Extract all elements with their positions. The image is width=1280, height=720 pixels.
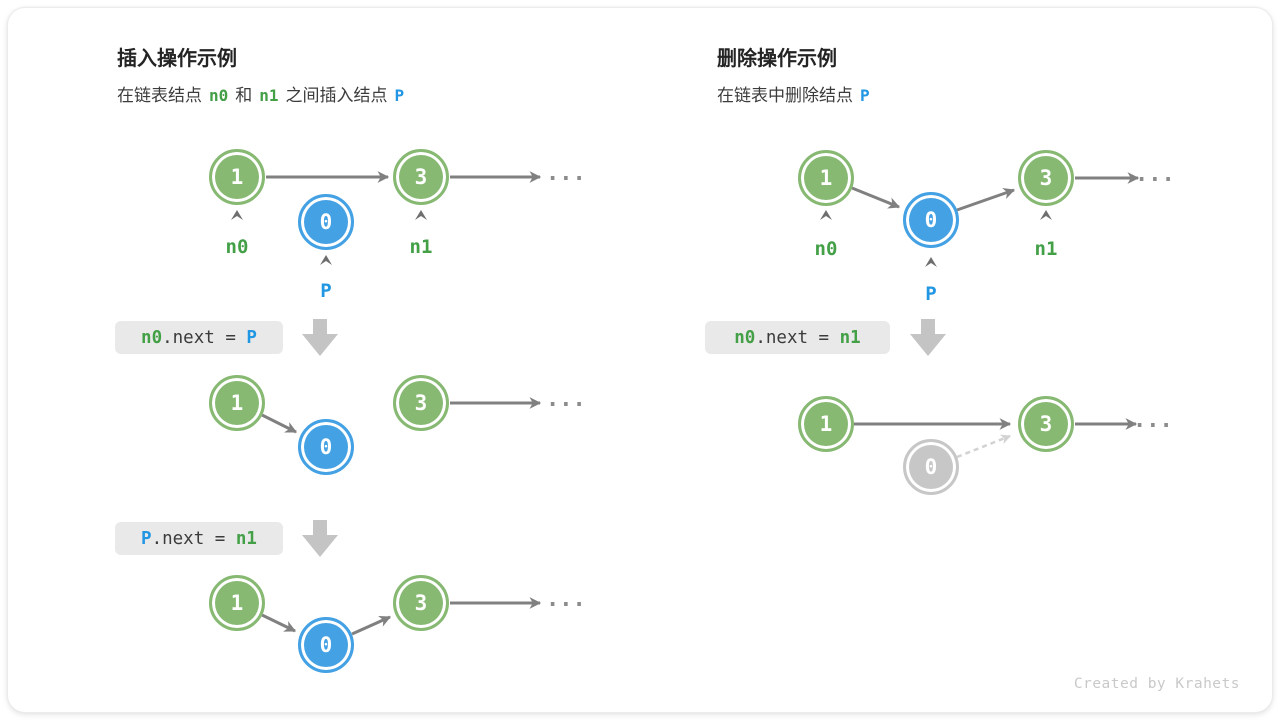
insert-subtitle-text-3: 之间插入结点 — [285, 86, 388, 105]
code-rhs: n1 — [235, 528, 257, 549]
ellipsis-insert1: ... — [546, 161, 586, 186]
code-mid: .next = — [162, 327, 247, 348]
codebox-insert-step1: n0.next = P — [115, 321, 283, 354]
insert-subtitle-n1: n1 — [259, 86, 279, 105]
insert-title: 插入操作示例 — [117, 48, 237, 70]
insert-subtitle-text-1: 在链表结点 — [117, 86, 202, 105]
delete-title: 删除操作示例 — [717, 48, 837, 70]
node-insert1-p: 0 — [298, 194, 354, 250]
credit-text: Created by Krahets — [1073, 676, 1240, 692]
insert-subtitle-n0: n0 — [209, 86, 229, 105]
code-lhs: P — [141, 528, 152, 549]
code-lhs: n0 — [141, 327, 163, 348]
pointer-label-insert-p: P — [320, 280, 332, 302]
codebox-delete-step1: n0.next = n1 — [705, 321, 890, 354]
pointer-label-insert-n1: n1 — [409, 236, 433, 258]
code-lhs: n0 — [734, 327, 756, 348]
node-delete2-head: 1 — [798, 396, 854, 452]
node-insert3-p: 0 — [298, 617, 354, 673]
ellipsis-insert3: ... — [546, 587, 586, 612]
node-insert3-next: 3 — [393, 575, 449, 631]
code-rhs: n1 — [839, 327, 861, 348]
node-insert3-head: 1 — [209, 575, 265, 631]
node-delete2-next: 3 — [1018, 396, 1074, 452]
insert-subtitle-text-2: 和 — [235, 86, 253, 105]
pointer-label-delete-n1: n1 — [1034, 238, 1058, 260]
insert-subtitle: 在链表结点 n0 和 n1 之间插入结点 P — [117, 81, 411, 106]
delete-subtitle: 在链表中删除结点 P — [717, 81, 877, 106]
node-delete1-p: 0 — [903, 192, 959, 248]
pointer-label-delete-n0: n0 — [814, 238, 838, 260]
node-delete2-removed: 0 — [903, 439, 959, 495]
node-insert2-p: 0 — [298, 419, 354, 475]
codebox-insert-step2: P.next = n1 — [115, 522, 283, 555]
node-delete1-next: 3 — [1018, 150, 1074, 206]
node-insert2-head: 1 — [209, 375, 265, 431]
delete-subtitle-text-1: 在链表中删除结点 — [717, 86, 853, 105]
node-insert1-next: 3 — [393, 149, 449, 205]
ellipsis-insert2: ... — [546, 387, 586, 412]
insert-subtitle-p: P — [394, 86, 405, 105]
node-delete1-head: 1 — [798, 150, 854, 206]
pointer-label-insert-n0: n0 — [225, 236, 249, 258]
code-mid: .next = — [755, 327, 840, 348]
code-rhs: P — [246, 327, 257, 348]
code-mid: .next = — [151, 528, 236, 549]
delete-subtitle-p: P — [860, 86, 870, 105]
ellipsis-delete2: ... — [1133, 408, 1173, 433]
pointer-label-delete-p: P — [925, 283, 937, 305]
node-insert2-next: 3 — [393, 375, 449, 431]
ellipsis-delete1: ... — [1135, 162, 1175, 187]
node-insert1-head: 1 — [209, 149, 265, 205]
card-background — [7, 7, 1273, 713]
